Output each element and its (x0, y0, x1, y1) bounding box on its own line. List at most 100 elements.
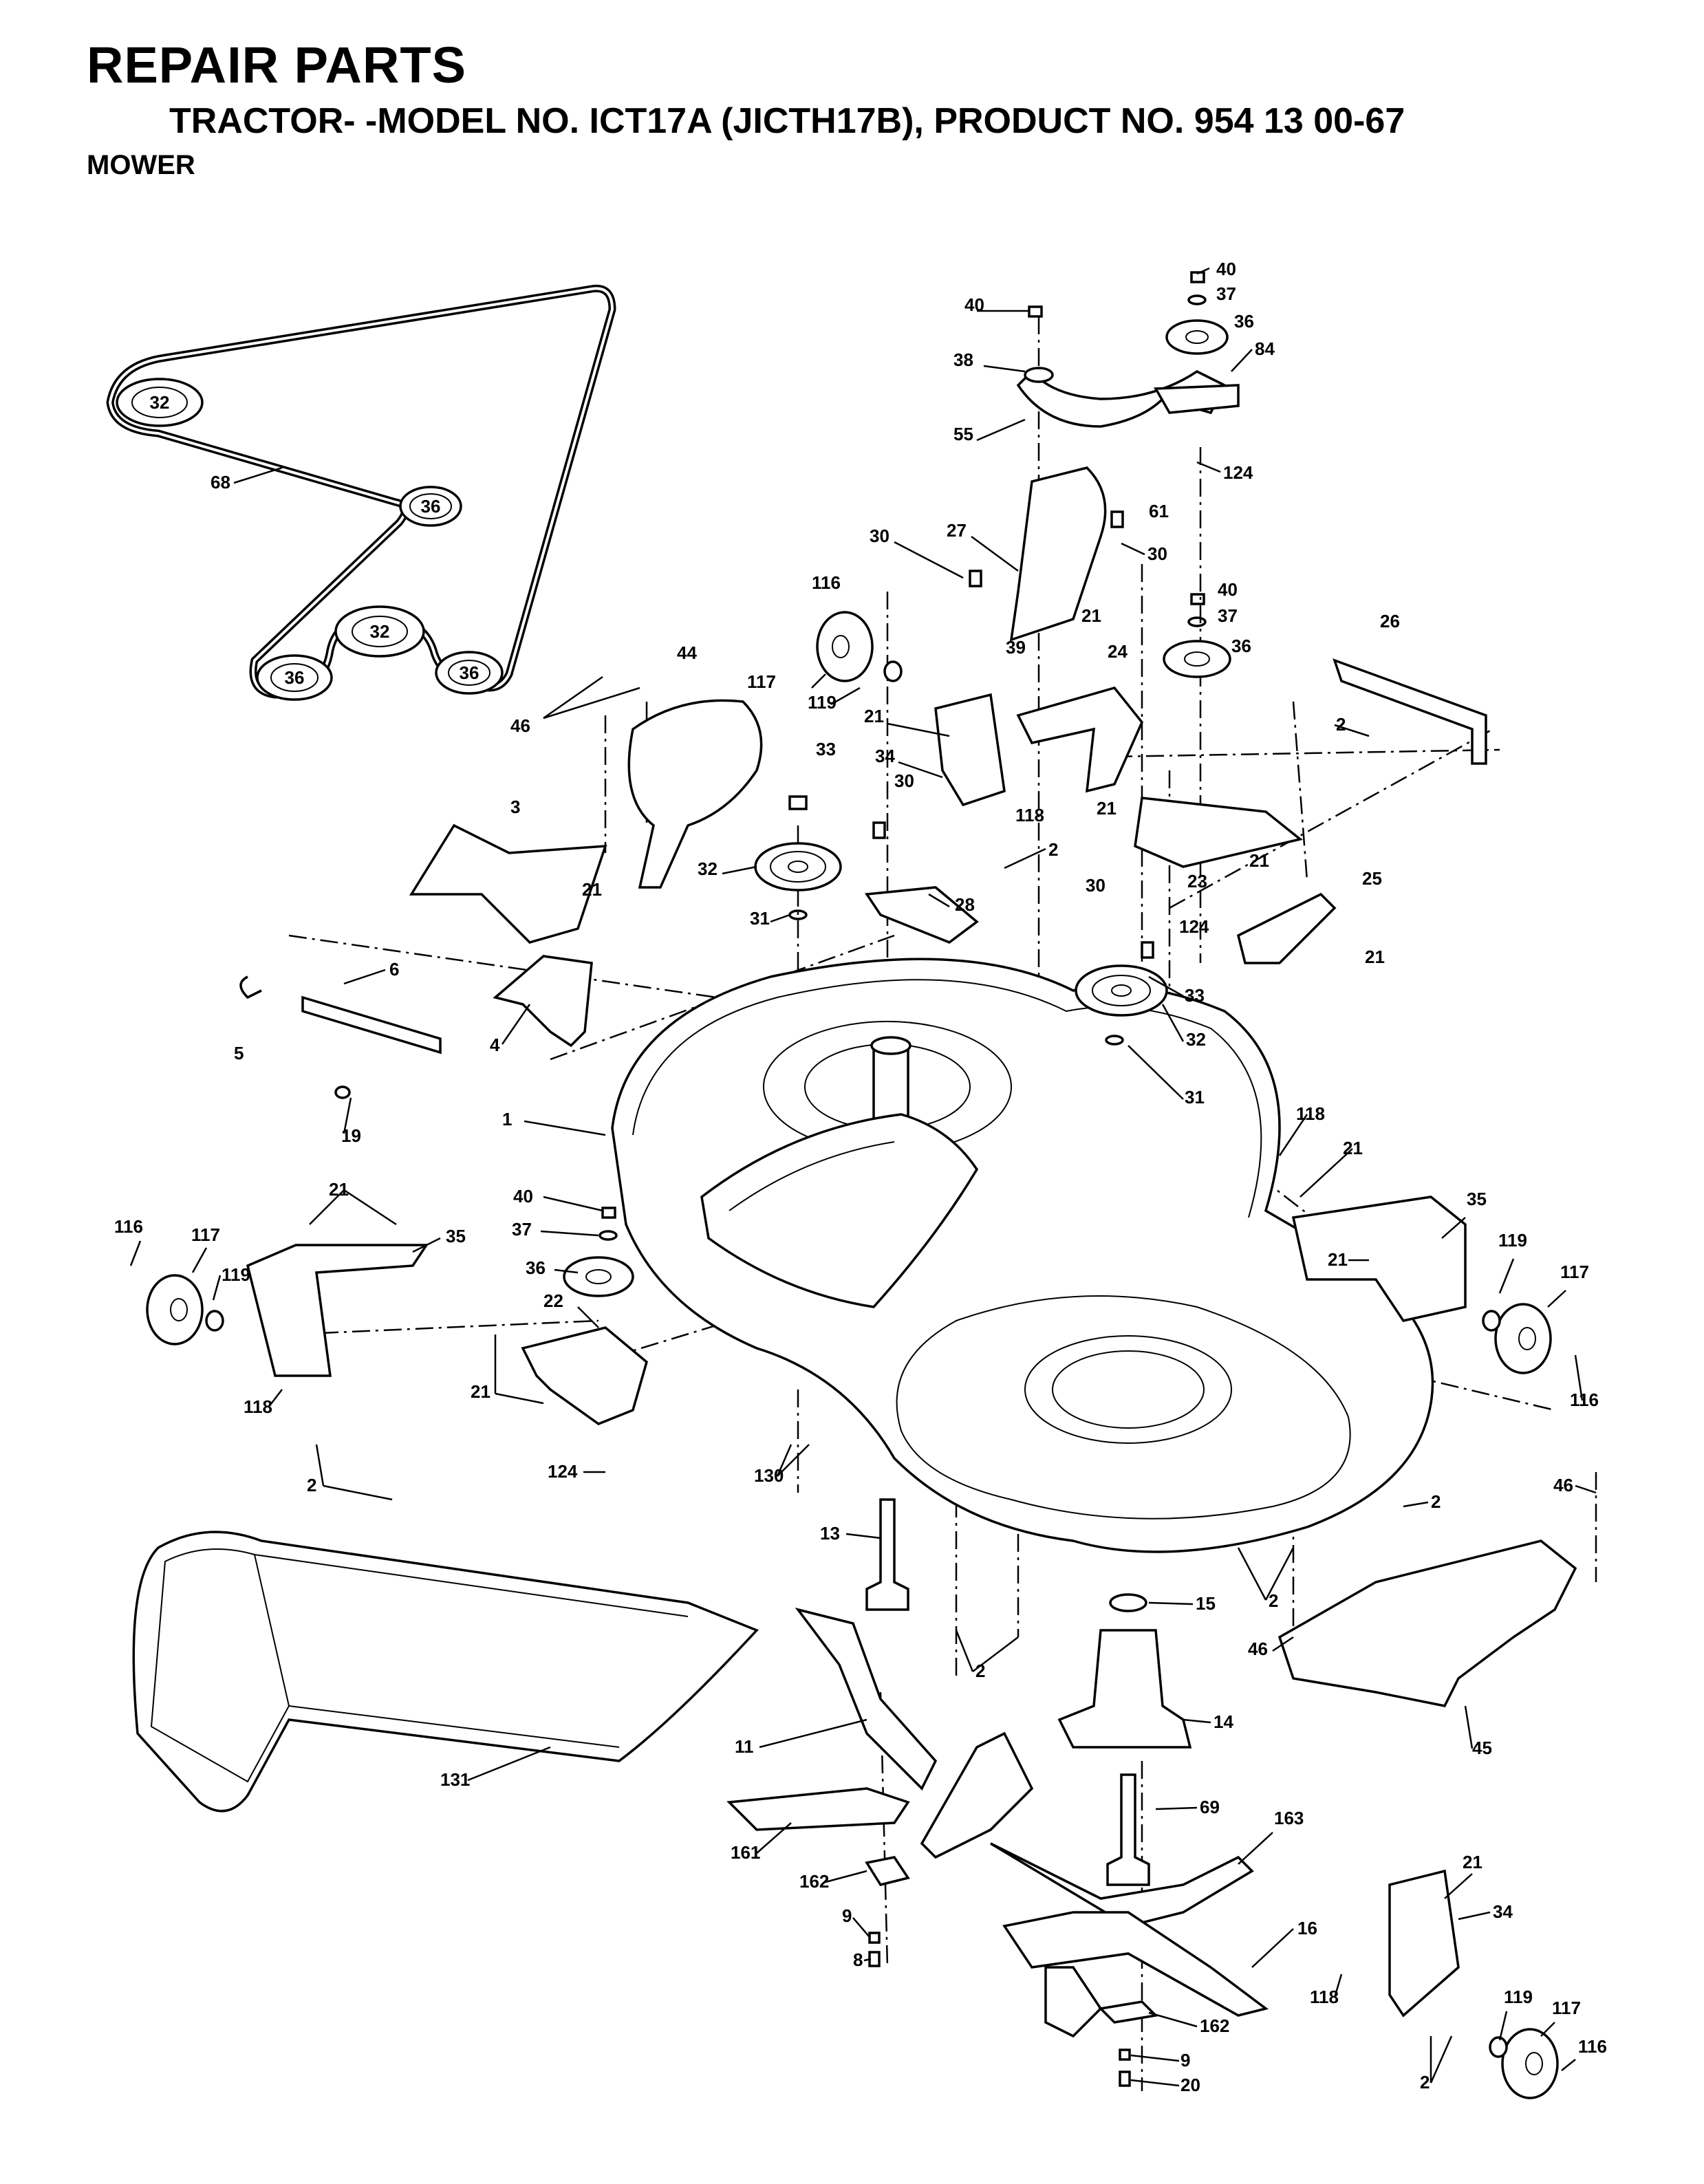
part-callout: 55 (953, 424, 973, 444)
belt-guard-44 (627, 699, 763, 889)
bearing-15 (1109, 1593, 1147, 1612)
part-callout: 4 (490, 1035, 500, 1055)
part-callout: 32 (1186, 1029, 1206, 1050)
spindle-13 (865, 1498, 909, 1611)
part-callout: 119 (222, 1264, 250, 1285)
part-callout: 22 (543, 1290, 563, 1311)
washer-37-b (1187, 616, 1207, 627)
part-callout: 9 (842, 1905, 852, 1926)
bracket-3 (409, 823, 607, 944)
part-callout: 13 (820, 1523, 840, 1544)
part-callout: 61 (1149, 501, 1169, 521)
part-callout: 116 (812, 572, 841, 593)
bolt-30-d (1141, 941, 1154, 959)
bracket-22 (521, 1326, 648, 1425)
part-callout: 30 (870, 526, 889, 546)
mower-deck (611, 958, 1434, 1553)
nut-33 (788, 795, 808, 810)
discharge-chute (132, 1531, 759, 1813)
part-callout: 2 (1269, 1590, 1278, 1611)
part-callout: 119 (1498, 1230, 1527, 1251)
belt-pulley-3: 32 (334, 605, 425, 658)
part-callout: 6 (389, 959, 399, 980)
bolt-19 (334, 1085, 351, 1099)
belt-pulley-4: 36 (256, 654, 333, 701)
part-callout: 36 (1234, 311, 1254, 332)
washer-9-b (1119, 2048, 1131, 2061)
part-callout: 27 (947, 520, 967, 541)
part-callout: 116 (114, 1216, 143, 1237)
part-callout: 116 (1578, 2036, 1607, 2057)
pulley-label: 36 (460, 662, 479, 683)
section-label: MOWER (87, 150, 195, 180)
hardware (239, 271, 1207, 2087)
adapter-162-b (1098, 2000, 1158, 2024)
part-callout: 68 (211, 472, 230, 493)
part-callout: 8 (853, 1949, 863, 1970)
part-callout: 124 (1223, 462, 1253, 483)
part-callout: 117 (747, 671, 776, 692)
washer-37-c (598, 1230, 618, 1241)
washer-31-b (1105, 1035, 1124, 1046)
blade-16 (1002, 1911, 1269, 2017)
pulley-32-right (1075, 964, 1168, 1017)
brackets (246, 699, 1467, 2018)
part-callout: 117 (191, 1224, 220, 1245)
pulley-32-left (754, 842, 842, 891)
part-callout: 36 (526, 1257, 546, 1278)
part-callout: 21 (1081, 605, 1101, 626)
spindle-housing-14 (1057, 1629, 1192, 1749)
part-callout: 21 (1249, 850, 1269, 871)
blade-11 (795, 1608, 938, 1791)
part-callout: 21 (1328, 1249, 1348, 1270)
part-callout: 35 (446, 1226, 466, 1246)
part-callout: 45 (1472, 1738, 1492, 1758)
bracket-35-left (246, 1244, 429, 1377)
part-callout: 14 (1214, 1711, 1233, 1732)
part-callout: 16 (1297, 1918, 1317, 1938)
spindle-69 (1106, 1773, 1150, 1886)
part-callout: 23 (1187, 871, 1207, 891)
part-callout: 124 (1179, 916, 1209, 937)
part-callout: 46 (1248, 1639, 1268, 1659)
part-callout: 39 (1006, 637, 1026, 658)
part-callout: 119 (1504, 1987, 1533, 2007)
belt-routing-diagram: 32 36 32 36 36 (106, 284, 616, 701)
belt-pulley-1: 32 (116, 378, 204, 427)
part-callout: 20 (1180, 2075, 1200, 2095)
part-callout: 34 (1493, 1901, 1513, 1922)
part-callout: 33 (1185, 985, 1205, 1006)
part-callout: 44 (677, 642, 697, 663)
part-callout: 33 (816, 739, 836, 759)
rod-6 (301, 995, 442, 1055)
part-callout: 130 (754, 1465, 784, 1486)
part-callout: 9 (1180, 2050, 1190, 2071)
part-callout: 2 (1431, 1491, 1441, 1512)
part-callout: 1 (502, 1109, 512, 1129)
gauge-wheel-bottom (1489, 2028, 1559, 2099)
part-callout: 21 (1343, 1138, 1363, 1158)
part-callout: 117 (1560, 1262, 1589, 1282)
part-callout: 21 (582, 879, 602, 900)
part-callout: 37 (1218, 605, 1238, 626)
part-callout: 118 (1015, 805, 1044, 825)
pulleys (563, 319, 1231, 1297)
part-callout: 36 (1231, 636, 1251, 656)
part-callout: 161 (731, 1842, 760, 1863)
part-callout: 119 (808, 692, 837, 713)
part-callout: 2 (1048, 839, 1058, 860)
page-subtitle: TRACTOR- -MODEL NO. ICT17A (JICTH17B), P… (169, 101, 1405, 141)
pulley-label: 32 (370, 621, 390, 642)
part-callout: 21 (1463, 1852, 1482, 1872)
part-callout: 30 (1147, 543, 1167, 564)
washer-37 (1187, 294, 1207, 305)
part-callout: 162 (1200, 2015, 1229, 2036)
bracket-35-right (1291, 1196, 1467, 1322)
part-callout: 46 (510, 715, 530, 736)
blade-11-b (920, 1731, 1034, 1859)
nut-40-d (601, 1207, 616, 1219)
part-callout: 37 (512, 1219, 532, 1240)
part-callout: 84 (1255, 338, 1275, 359)
part-callout: 131 (440, 1769, 470, 1790)
